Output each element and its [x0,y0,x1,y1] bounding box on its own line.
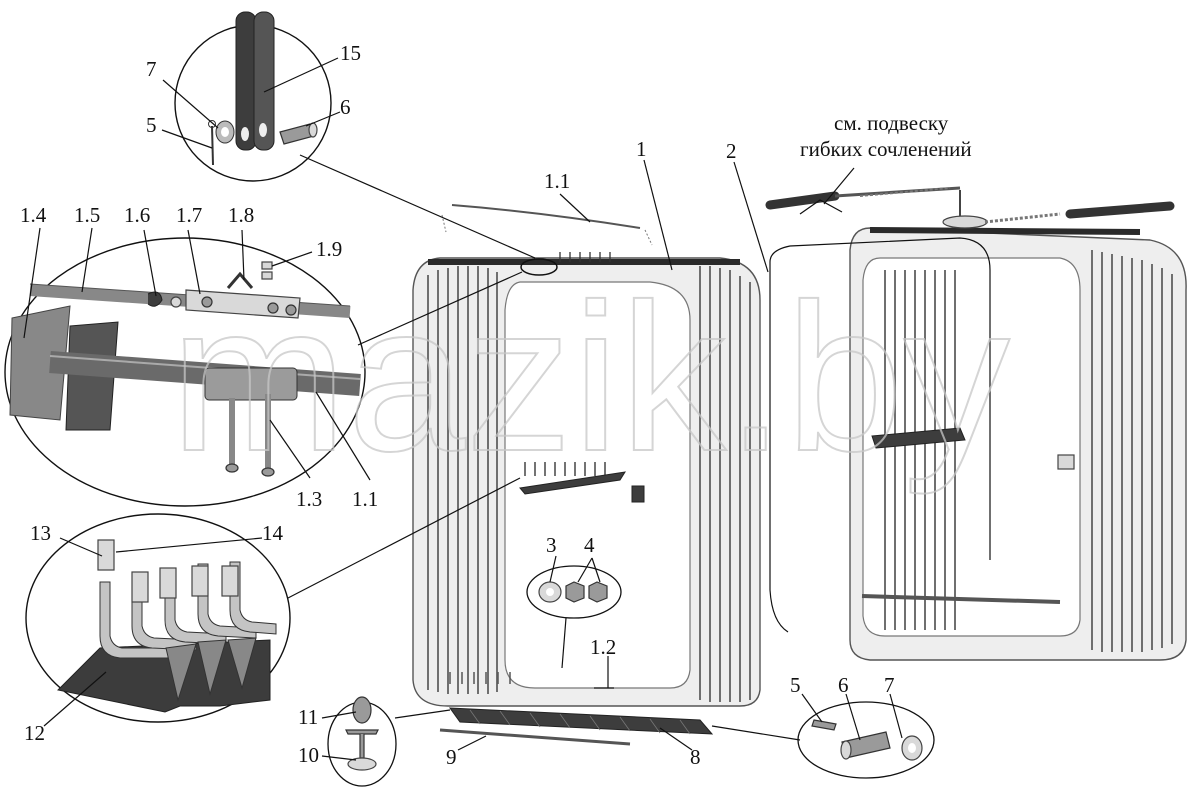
label-5-bottom: 5 [790,673,801,697]
label-2: 2 [726,139,737,163]
label-13: 13 [30,521,51,545]
detail-view-rod-mount [4,237,366,507]
label-1: 1 [636,137,647,161]
hose-2 [769,237,991,633]
label-1.8: 1.8 [228,203,254,227]
rod-1.1 [441,204,653,246]
detail-view-bracket [174,11,332,182]
label-8: 8 [690,745,701,769]
label-3: 3 [546,533,557,557]
note-line-2: гибких сочленений [800,137,972,161]
detail-view-clips [25,513,291,723]
label-11: 11 [298,705,318,729]
callout-labels: 7 5 15 6 1.4 1.5 1.6 1.7 1.8 1.9 1.1 1 2… [20,41,972,769]
label-7-top: 7 [146,57,157,81]
label-5-top: 5 [146,113,157,137]
label-1.1-detail: 1.1 [352,487,378,511]
label-1.4: 1.4 [20,203,47,227]
label-10: 10 [298,743,319,767]
label-1.2: 1.2 [590,635,616,659]
label-6-top: 6 [340,95,351,119]
frame-assembly-2 [849,227,1187,661]
label-12: 12 [24,721,45,745]
rod-9 [439,728,631,746]
label-14: 14 [262,521,284,545]
label-1.9: 1.9 [316,237,342,261]
detail-view-nuts [526,565,622,619]
label-6-bottom: 6 [838,673,849,697]
mat-8 [448,707,714,735]
label-7-bottom: 7 [884,673,895,697]
watermark: mazik.by [170,260,1010,495]
note-line-1: см. подвеску [834,111,949,135]
detail-view-plug [327,696,397,787]
label-4: 4 [584,533,595,557]
label-1.3: 1.3 [296,487,322,511]
flexible-joint-suspension [765,186,1175,229]
label-1.5: 1.5 [74,203,100,227]
detail-view-pin [797,701,935,779]
label-15: 15 [340,41,361,65]
label-1.7: 1.7 [176,203,202,227]
label-1.1-top: 1.1 [544,169,570,193]
label-1.6: 1.6 [124,203,150,227]
label-9: 9 [446,745,457,769]
